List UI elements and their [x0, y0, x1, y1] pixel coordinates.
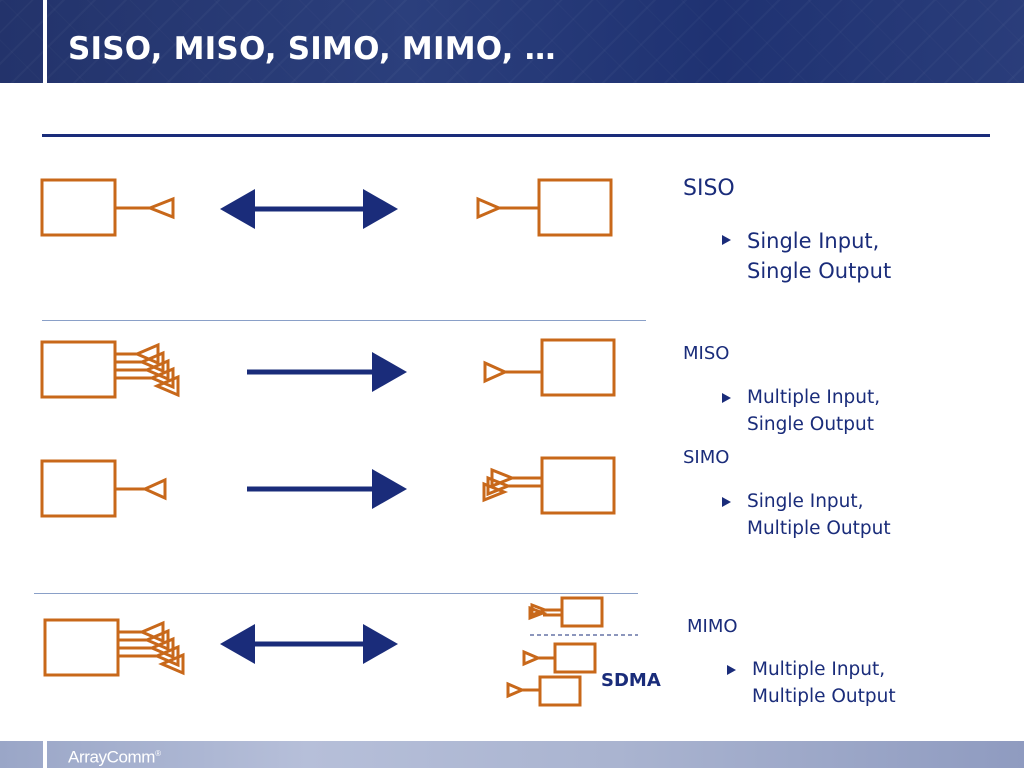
divider-siso [42, 320, 646, 321]
miso-bullet-line1: Multiple Input, [747, 387, 881, 408]
mimo-receiver-bottom [506, 675, 582, 707]
brand-mark: ® [155, 749, 161, 758]
title-underline [42, 134, 990, 137]
miso-heading: MISO [683, 343, 730, 364]
slide-title: SISO, MISO, SIMO, MIMO, … [68, 31, 556, 67]
mimo-heading: MIMO [687, 616, 738, 637]
triangle-bullet-icon [727, 665, 736, 675]
miso-bullet-line2: Single Output [747, 414, 875, 435]
siso-receiver [476, 178, 613, 237]
triangle-bullet-icon [722, 393, 731, 403]
header-accent-bar [43, 0, 47, 83]
miso-receiver [483, 338, 616, 397]
header-texture [0, 0, 1024, 83]
title-bar [0, 0, 1024, 83]
mimo-bullet-line1: Multiple Input, [752, 659, 886, 680]
mimo-receiver-middle [522, 642, 597, 674]
mimo-transmitter [43, 618, 185, 677]
miso-transmitter [40, 340, 180, 399]
triangle-bullet-icon [722, 235, 731, 245]
mimo-receiver-top [528, 596, 604, 628]
divider-mimo [34, 593, 638, 594]
brand-name: ArrayComm [68, 747, 156, 767]
siso-transmitter [40, 178, 175, 237]
simo-heading: SIMO [683, 447, 730, 468]
mimo-bullet-line2: Multiple Output [752, 686, 896, 707]
simo-transmitter [40, 459, 167, 518]
siso-bullet-line1: Single Input, [747, 229, 880, 253]
simo-bullet-line2: Multiple Output [747, 518, 891, 539]
sdma-label: SDMA [601, 670, 661, 691]
simo-receiver [482, 456, 616, 515]
brand-logo: ArrayComm® [68, 744, 161, 768]
simo-bullet-line1: Single Input, [747, 491, 864, 512]
siso-bullet-line2: Single Output [747, 259, 892, 283]
footer-accent-bar [43, 741, 47, 768]
triangle-bullet-icon [722, 497, 731, 507]
footer-bar [0, 741, 1024, 768]
siso-heading: SISO [683, 176, 735, 201]
